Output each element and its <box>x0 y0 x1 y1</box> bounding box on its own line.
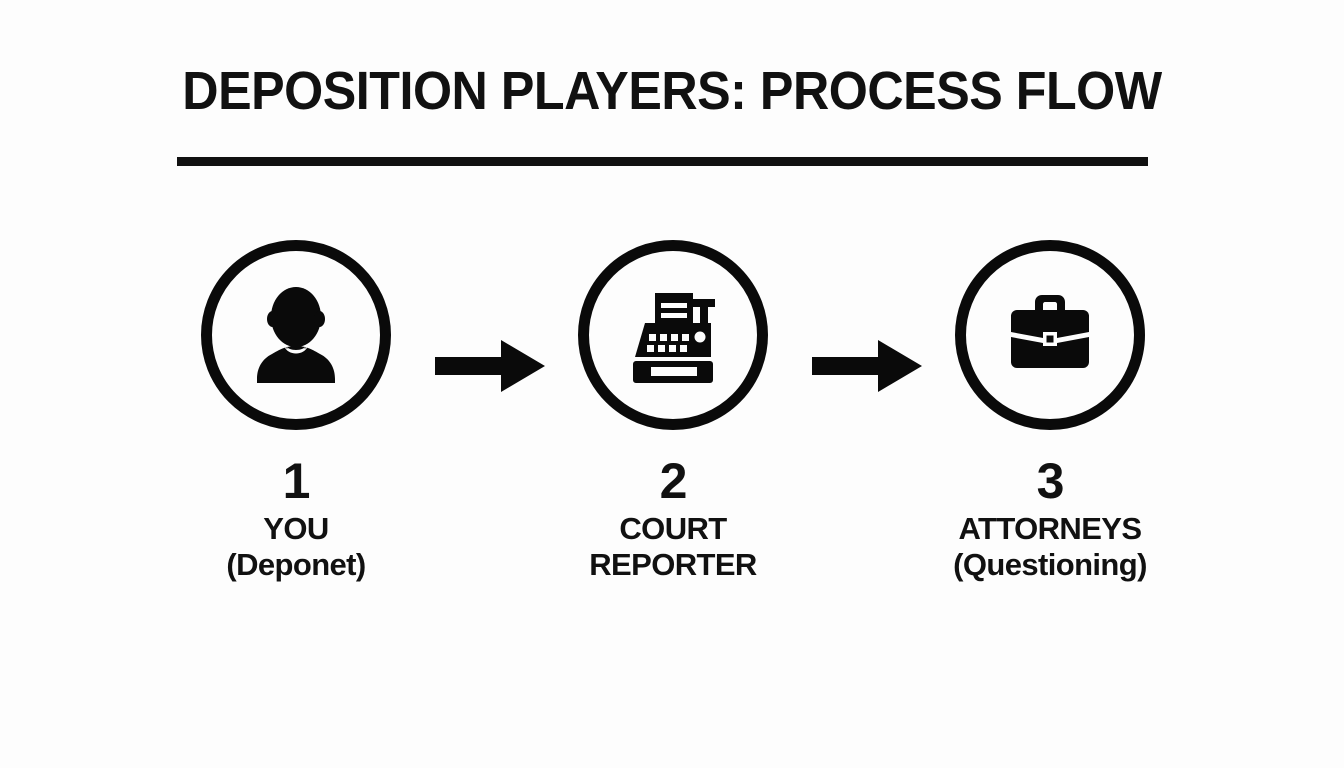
flow-step-1[interactable]: 1 YOU (Deponet) <box>166 240 426 582</box>
flow-step-1-label-secondary: (Deponet) <box>226 546 366 582</box>
process-flow: 1 YOU (Deponet) <box>0 240 1344 620</box>
title-divider <box>177 157 1148 166</box>
flow-step-2-circle <box>578 240 768 430</box>
flow-step-2-label-secondary: REPORTER <box>589 546 757 582</box>
flow-step-2-label-primary: COURT <box>619 511 727 546</box>
flow-step-3-number: 3 <box>1036 453 1065 509</box>
arrow-right-icon <box>812 338 922 394</box>
flow-step-3[interactable]: 3 ATTORNEYS (Questioning) <box>920 240 1180 582</box>
flow-step-2-number: 2 <box>659 453 688 509</box>
page-title: DEPOSITION PLAYERS: PROCESS FLOW <box>182 61 1162 121</box>
flow-connector-1 <box>435 338 545 394</box>
flow-step-3-label-primary: ATTORNEYS <box>958 511 1143 546</box>
flow-step-2[interactable]: 2 COURT REPORTER <box>543 240 803 582</box>
flow-step-1-circle <box>201 240 391 430</box>
flow-step-3-circle <box>955 240 1145 430</box>
stenograph-machine-icon <box>617 279 729 391</box>
flow-connector-2 <box>812 338 922 394</box>
flow-step-1-number: 1 <box>282 453 311 509</box>
flow-step-1-label-primary: YOU <box>263 511 329 546</box>
arrow-right-icon <box>435 338 545 394</box>
title-block: DEPOSITION PLAYERS: PROCESS FLOW <box>0 64 1344 118</box>
person-icon <box>241 280 351 390</box>
briefcase-icon <box>995 280 1105 390</box>
flow-step-3-label-secondary: (Questioning) <box>953 546 1147 582</box>
